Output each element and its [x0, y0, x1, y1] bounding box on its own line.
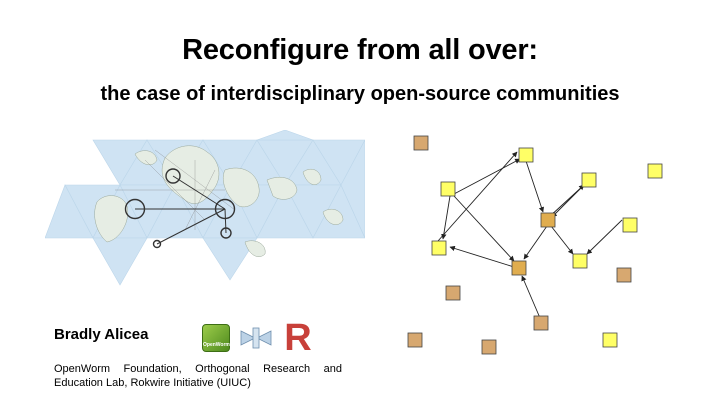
- map-node: [165, 168, 181, 184]
- author-name: Bradly Alicea: [54, 326, 149, 343]
- network-diagram: [407, 135, 663, 355]
- slide-subtitle: the case of interdisciplinary open-sourc…: [100, 83, 620, 105]
- network-node: [572, 253, 588, 269]
- rokwire-logo: R: [284, 318, 311, 354]
- openworm-logo: OpenWorm: [202, 324, 230, 352]
- network-node: [602, 332, 618, 348]
- network-node: [413, 135, 429, 151]
- network-node: [407, 332, 423, 348]
- affiliation: OpenWorm Foundation, Orthogonal Research…: [54, 363, 342, 389]
- slide-title: Reconfigure from all over:: [182, 34, 538, 66]
- network-node: [511, 260, 527, 276]
- network-node: [481, 339, 497, 355]
- network-node: [647, 163, 663, 179]
- map-node: [220, 227, 232, 239]
- network-node: [431, 240, 447, 256]
- network-node: [581, 172, 597, 188]
- world-map-figure: [45, 130, 365, 286]
- rokwire-logo-letter: R: [284, 318, 311, 354]
- network-node: [518, 147, 534, 163]
- network-node: [622, 217, 638, 233]
- network-node: [540, 212, 556, 228]
- network-node: [440, 181, 456, 197]
- map-node: [124, 198, 146, 220]
- orthogonal-lab-logo: [240, 327, 272, 349]
- map-node: [152, 239, 162, 249]
- openworm-logo-text: OpenWorm: [203, 342, 230, 348]
- network-node: [616, 267, 632, 283]
- map-node: [214, 198, 236, 220]
- network-node: [533, 315, 549, 331]
- network-node: [445, 285, 461, 301]
